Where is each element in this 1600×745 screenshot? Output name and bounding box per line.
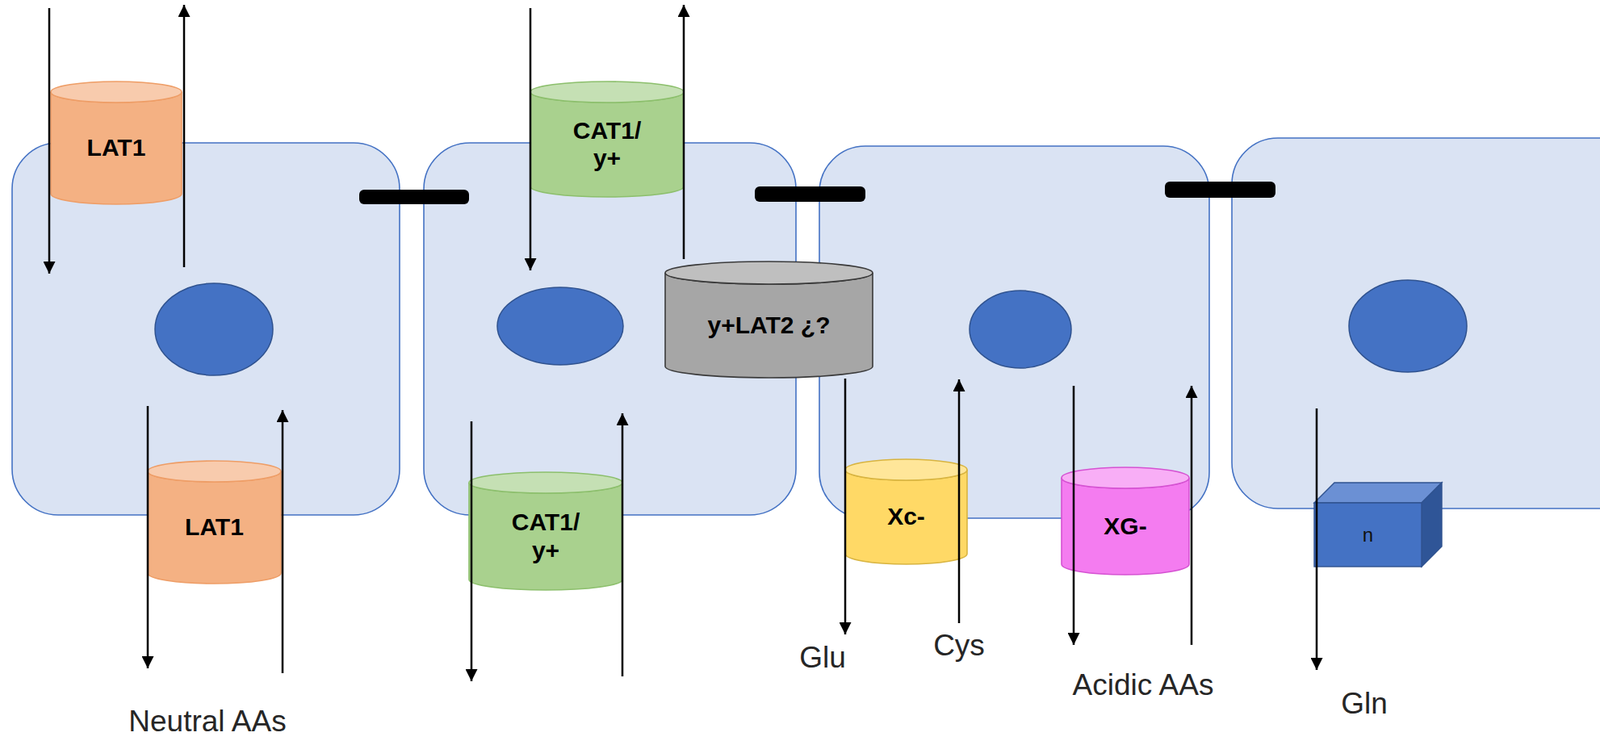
cylinder-top (469, 472, 623, 494)
cylinder-top (845, 459, 968, 481)
transporter-name: LAT1 (184, 513, 244, 542)
cylinder-body (530, 92, 684, 197)
efflux-arrow (1315, 408, 1319, 671)
transporter-name: CAT1/ y+ (511, 508, 580, 565)
y-lat2-transporter: y+LAT2 ¿? (665, 261, 873, 378)
cube-front (1314, 502, 1422, 567)
cube-top (1314, 482, 1442, 503)
substrate-label: Neutral AAs (128, 705, 286, 739)
influx-arrow (281, 410, 285, 674)
cat1-transporter: CAT1/ y+ (469, 472, 623, 591)
cylinder-top (50, 81, 182, 103)
influx-arrow (621, 413, 625, 677)
transporter-name: Xc- (887, 502, 926, 532)
tight-junction (754, 186, 866, 202)
nucleus (154, 283, 273, 376)
cylinder-top (530, 81, 684, 103)
influx-arrow (958, 379, 961, 624)
cylinder-body (665, 272, 873, 378)
xg-transporter: XG- (1061, 467, 1190, 575)
tight-junction (359, 189, 470, 205)
epithelial-cell (819, 146, 1210, 519)
epithelial-cell (1231, 138, 1600, 509)
efflux-arrow (146, 406, 150, 669)
xc-transporter: Xc- (845, 459, 968, 565)
cylinder-body (469, 482, 623, 591)
nucleus (1348, 280, 1467, 373)
lat1-transporter: LAT1 (147, 460, 281, 584)
cylinder-body (147, 471, 281, 584)
efflux-arrow (183, 4, 186, 268)
cube-shape (1314, 482, 1442, 567)
efflux-arrow (470, 421, 474, 682)
system-n-transporter: n (1314, 482, 1442, 567)
influx-arrow (1190, 385, 1194, 646)
cylinder-top (665, 261, 873, 285)
substrate-label: Gln (1340, 687, 1388, 721)
cylinder-body (1061, 477, 1190, 575)
tight-junction (1164, 181, 1276, 198)
transporter-name: y+LAT2 ¿? (707, 311, 831, 340)
substrate-label: Cys (933, 629, 985, 663)
influx-arrow (529, 8, 532, 271)
cat1-transporter: CAT1/ y+ (530, 81, 684, 197)
lat1-transporter: LAT1 (50, 81, 182, 205)
cylinder-top (1061, 467, 1190, 489)
cylinder-top (147, 460, 281, 482)
influx-arrow (48, 8, 51, 274)
transporter-name: LAT1 (87, 134, 147, 163)
efflux-arrow (682, 4, 686, 260)
nucleus (969, 290, 1072, 369)
transporter-name: n (1362, 523, 1374, 547)
transporter-name: XG- (1103, 512, 1147, 541)
transporter-name: CAT1/ y+ (573, 117, 641, 173)
cylinder-body (845, 469, 968, 565)
substrate-label: Glu (799, 641, 847, 675)
efflux-arrow (844, 378, 847, 635)
cylinder-body (50, 92, 182, 205)
efflux-arrow (1072, 385, 1076, 646)
nucleus (497, 287, 624, 365)
cube-side (1421, 482, 1442, 567)
substrate-label: Acidic AAs (1072, 669, 1215, 703)
